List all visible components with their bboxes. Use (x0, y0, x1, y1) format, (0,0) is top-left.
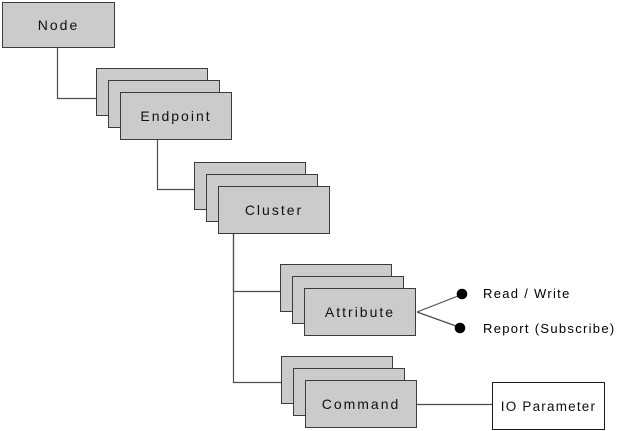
io-parameter-box: IO Parameter (492, 382, 605, 430)
edge-cluster-attribute (232, 234, 280, 293)
edge-endpoint-cluster (156, 140, 194, 191)
edge-attribute-report-subscribe (416, 311, 457, 327)
cluster-box: Cluster (218, 186, 330, 234)
endpoint-box: Endpoint (120, 92, 232, 140)
node-label: Node (37, 17, 80, 33)
endpoint-label: Endpoint (140, 108, 212, 124)
report-subscribe-label: Report (Subscribe) (483, 321, 616, 336)
edge-node-endpoint (56, 48, 96, 100)
edge-cluster-command (232, 234, 281, 384)
node-box: Node (2, 2, 115, 48)
io-parameter-label: IO Parameter (500, 398, 597, 414)
command-label: Command (321, 396, 401, 412)
bullet-report-subscribe-icon (454, 322, 466, 334)
attribute-label: Attribute (324, 304, 396, 320)
command-box: Command (305, 380, 417, 428)
bullet-read-write-icon (456, 288, 468, 300)
cluster-label: Cluster (244, 202, 304, 218)
edge-attribute-read-write (416, 295, 459, 313)
read-write-label: Read / Write (483, 286, 571, 301)
attribute-box: Attribute (304, 288, 416, 336)
